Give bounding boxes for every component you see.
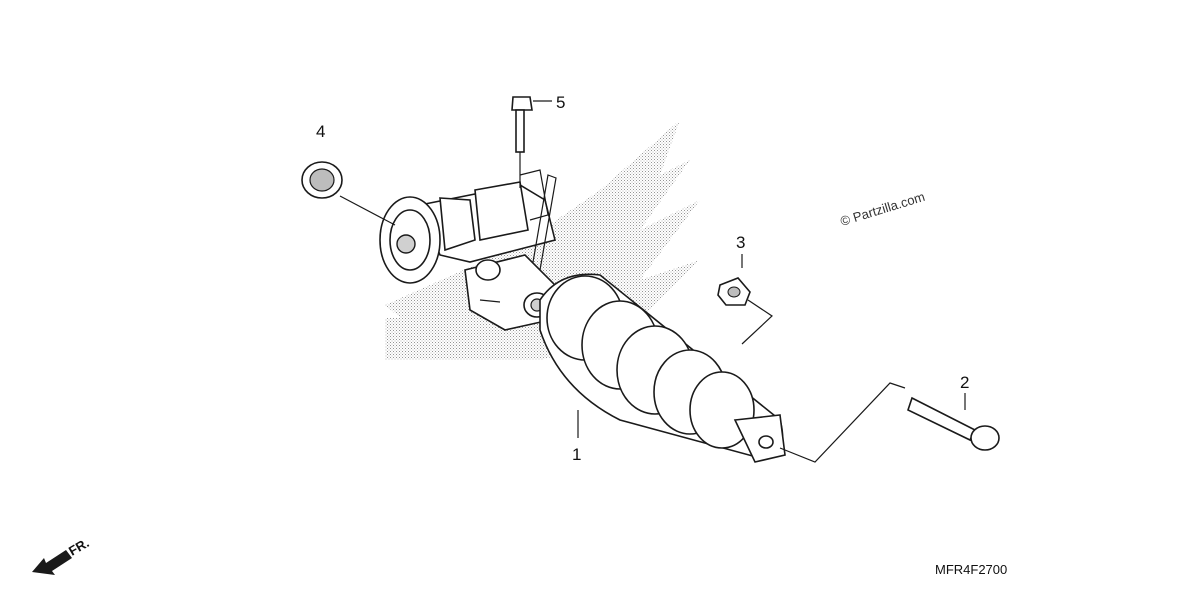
part-2-bolt: [779, 382, 1000, 463]
callout-1: 1: [572, 445, 581, 464]
part-3-nut: [717, 254, 773, 345]
preload-adjuster: [379, 169, 557, 284]
callout-4: 4: [316, 122, 325, 141]
direction-label: FR.: [66, 535, 92, 558]
callout-5: 5: [556, 93, 565, 112]
watermark: © Partzilla.com: [838, 189, 926, 229]
callout-3: 3: [736, 233, 745, 252]
shock-spring: [539, 273, 786, 463]
callout-2: 2: [960, 373, 969, 392]
diagram-code: MFR4F2700: [935, 562, 1007, 577]
front-arrow-icon: FR.: [32, 535, 92, 575]
part-5-bolt: [511, 96, 552, 188]
part-4-cap-nut: [301, 161, 396, 226]
